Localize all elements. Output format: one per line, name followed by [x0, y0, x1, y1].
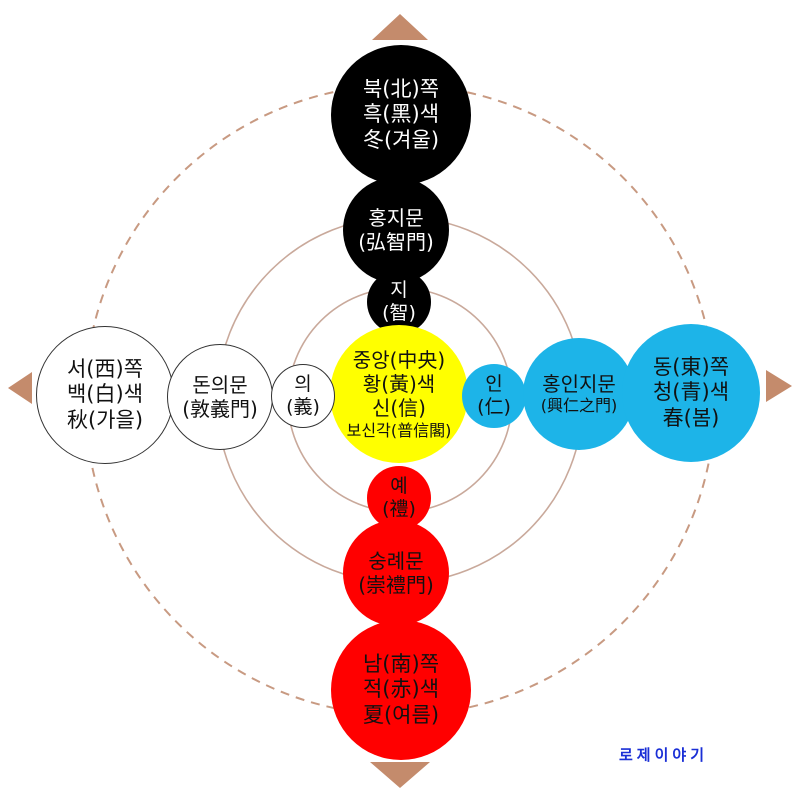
- arrow-up-icon: [372, 14, 428, 40]
- east-direction-line-2: 청(青)색: [652, 380, 730, 405]
- north-direction-line-2: 흑(黑)색: [362, 102, 440, 127]
- south-gate-hanja: (崇禮門): [358, 573, 434, 597]
- east-gate-node: 홍인지문 (興仁之門): [523, 338, 635, 450]
- south-virtue-name: 예: [390, 474, 408, 497]
- east-virtue-name: 인: [485, 372, 503, 395]
- south-gate-name: 숭례문: [368, 548, 424, 573]
- east-direction-line-1: 동(東)쪽: [652, 354, 730, 379]
- west-direction-line-3: 秋(가을): [66, 407, 144, 432]
- south-virtue-node: 예 (禮): [367, 466, 431, 530]
- north-gate-hanja: (弘智門): [358, 230, 434, 254]
- east-direction-line-3: 春(봄): [662, 405, 720, 430]
- center-line-2: 황(黃)색: [362, 372, 436, 397]
- arrow-down-icon: [370, 762, 430, 788]
- west-direction-line-1: 서(西)쪽: [66, 356, 144, 381]
- south-direction-line-1: 남(南)쪽: [362, 651, 440, 676]
- west-virtue-hanja: (義): [286, 396, 320, 418]
- south-gate-node: 숭례문 (崇禮門): [343, 520, 449, 626]
- north-direction-line-1: 북(北)쪽: [362, 76, 440, 101]
- west-gate-name: 돈의문: [192, 372, 248, 397]
- north-direction-line-3: 冬(겨울): [362, 127, 440, 152]
- west-virtue-node: 의 (義): [271, 364, 335, 428]
- south-direction-line-3: 夏(여름): [362, 702, 440, 727]
- center-node: 중앙(中央) 황(黃)색 신(信) 보신각(普信閣): [330, 325, 468, 463]
- south-direction-line-2: 적(赤)색: [362, 677, 440, 702]
- north-virtue-hanja: (智): [382, 302, 416, 324]
- east-virtue-node: 인 (仁): [462, 364, 526, 428]
- center-line-3: 신(信): [371, 396, 426, 421]
- north-virtue-node: 지 (智): [367, 270, 431, 334]
- east-gate-name: 홍인지문: [542, 372, 616, 397]
- west-direction-node: 서(西)쪽 백(白)색 秋(가을): [36, 326, 174, 464]
- south-direction-node: 남(南)쪽 적(赤)색 夏(여름): [331, 620, 471, 760]
- north-direction-node: 북(北)쪽 흑(黑)색 冬(겨울): [331, 45, 471, 185]
- watermark-text: 로제이야기: [619, 746, 709, 764]
- arrow-left-icon: [8, 372, 32, 404]
- north-gate-node: 홍지문 (弘智門): [343, 177, 449, 283]
- south-virtue-hanja: (禮): [382, 498, 416, 520]
- west-virtue-name: 의: [294, 372, 312, 395]
- west-gate-node: 돈의문 (敦義門): [167, 344, 273, 450]
- center-line-1: 중앙(中央): [352, 347, 446, 372]
- center-line-4: 보신각(普信閣): [346, 420, 452, 440]
- north-virtue-name: 지: [390, 278, 408, 301]
- north-gate-name: 홍지문: [368, 205, 424, 230]
- arrow-right-icon: [766, 370, 792, 402]
- west-gate-hanja: (敦義門): [182, 397, 258, 421]
- east-gate-hanja: (興仁之門): [540, 396, 618, 416]
- east-direction-node: 동(東)쪽 청(青)색 春(봄): [622, 324, 760, 462]
- west-direction-line-2: 백(白)색: [66, 382, 144, 407]
- east-virtue-hanja: (仁): [477, 396, 511, 418]
